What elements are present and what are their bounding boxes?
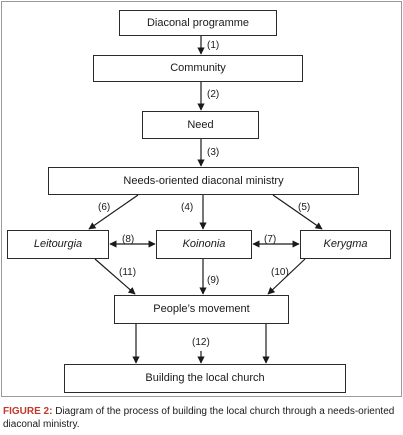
figure-caption: FIGURE 2: Diagram of the process of buil… <box>3 405 401 431</box>
arrow-label-8: (8) <box>122 234 135 245</box>
arrow-6 <box>88 194 139 230</box>
box-leitourgia: Leitourgia <box>7 230 109 259</box>
arrow-11 <box>94 258 136 295</box>
arrow-5 <box>272 194 323 230</box>
arrow-label-6: (6) <box>98 202 111 213</box>
arrow-label-3: (3) <box>207 147 220 158</box>
box-koinonia: Koinonia <box>156 230 252 259</box>
box-community: Community <box>93 55 303 82</box>
box-building-local-church: Building the local church <box>64 364 346 393</box>
arrow-label-4: (4) <box>181 202 194 213</box>
caption-text: Diagram of the process of building the l… <box>3 406 395 430</box>
arrow-label-10: (10) <box>271 267 289 278</box>
arrow-label-2: (2) <box>207 89 220 100</box>
arrow-label-1: (1) <box>207 40 220 51</box>
arrow-label-7: (7) <box>264 234 277 245</box>
box-peoples-movement: People’s movement <box>114 295 289 324</box>
arrow-label-12: (12) <box>192 337 210 348</box>
box-needs-oriented-ministry: Needs-oriented diaconal ministry <box>48 167 359 195</box>
arrow-label-11: (11) <box>119 267 137 278</box>
box-kerygma: Kerygma <box>300 230 391 259</box>
arrow-label-9: (9) <box>207 275 220 286</box>
box-need: Need <box>142 111 259 139</box>
arrow-label-5: (5) <box>298 202 311 213</box>
box-diaconal-programme: Diaconal programme <box>119 10 277 36</box>
arrow-10 <box>267 258 306 295</box>
figure-label: FIGURE 2: <box>3 406 53 417</box>
